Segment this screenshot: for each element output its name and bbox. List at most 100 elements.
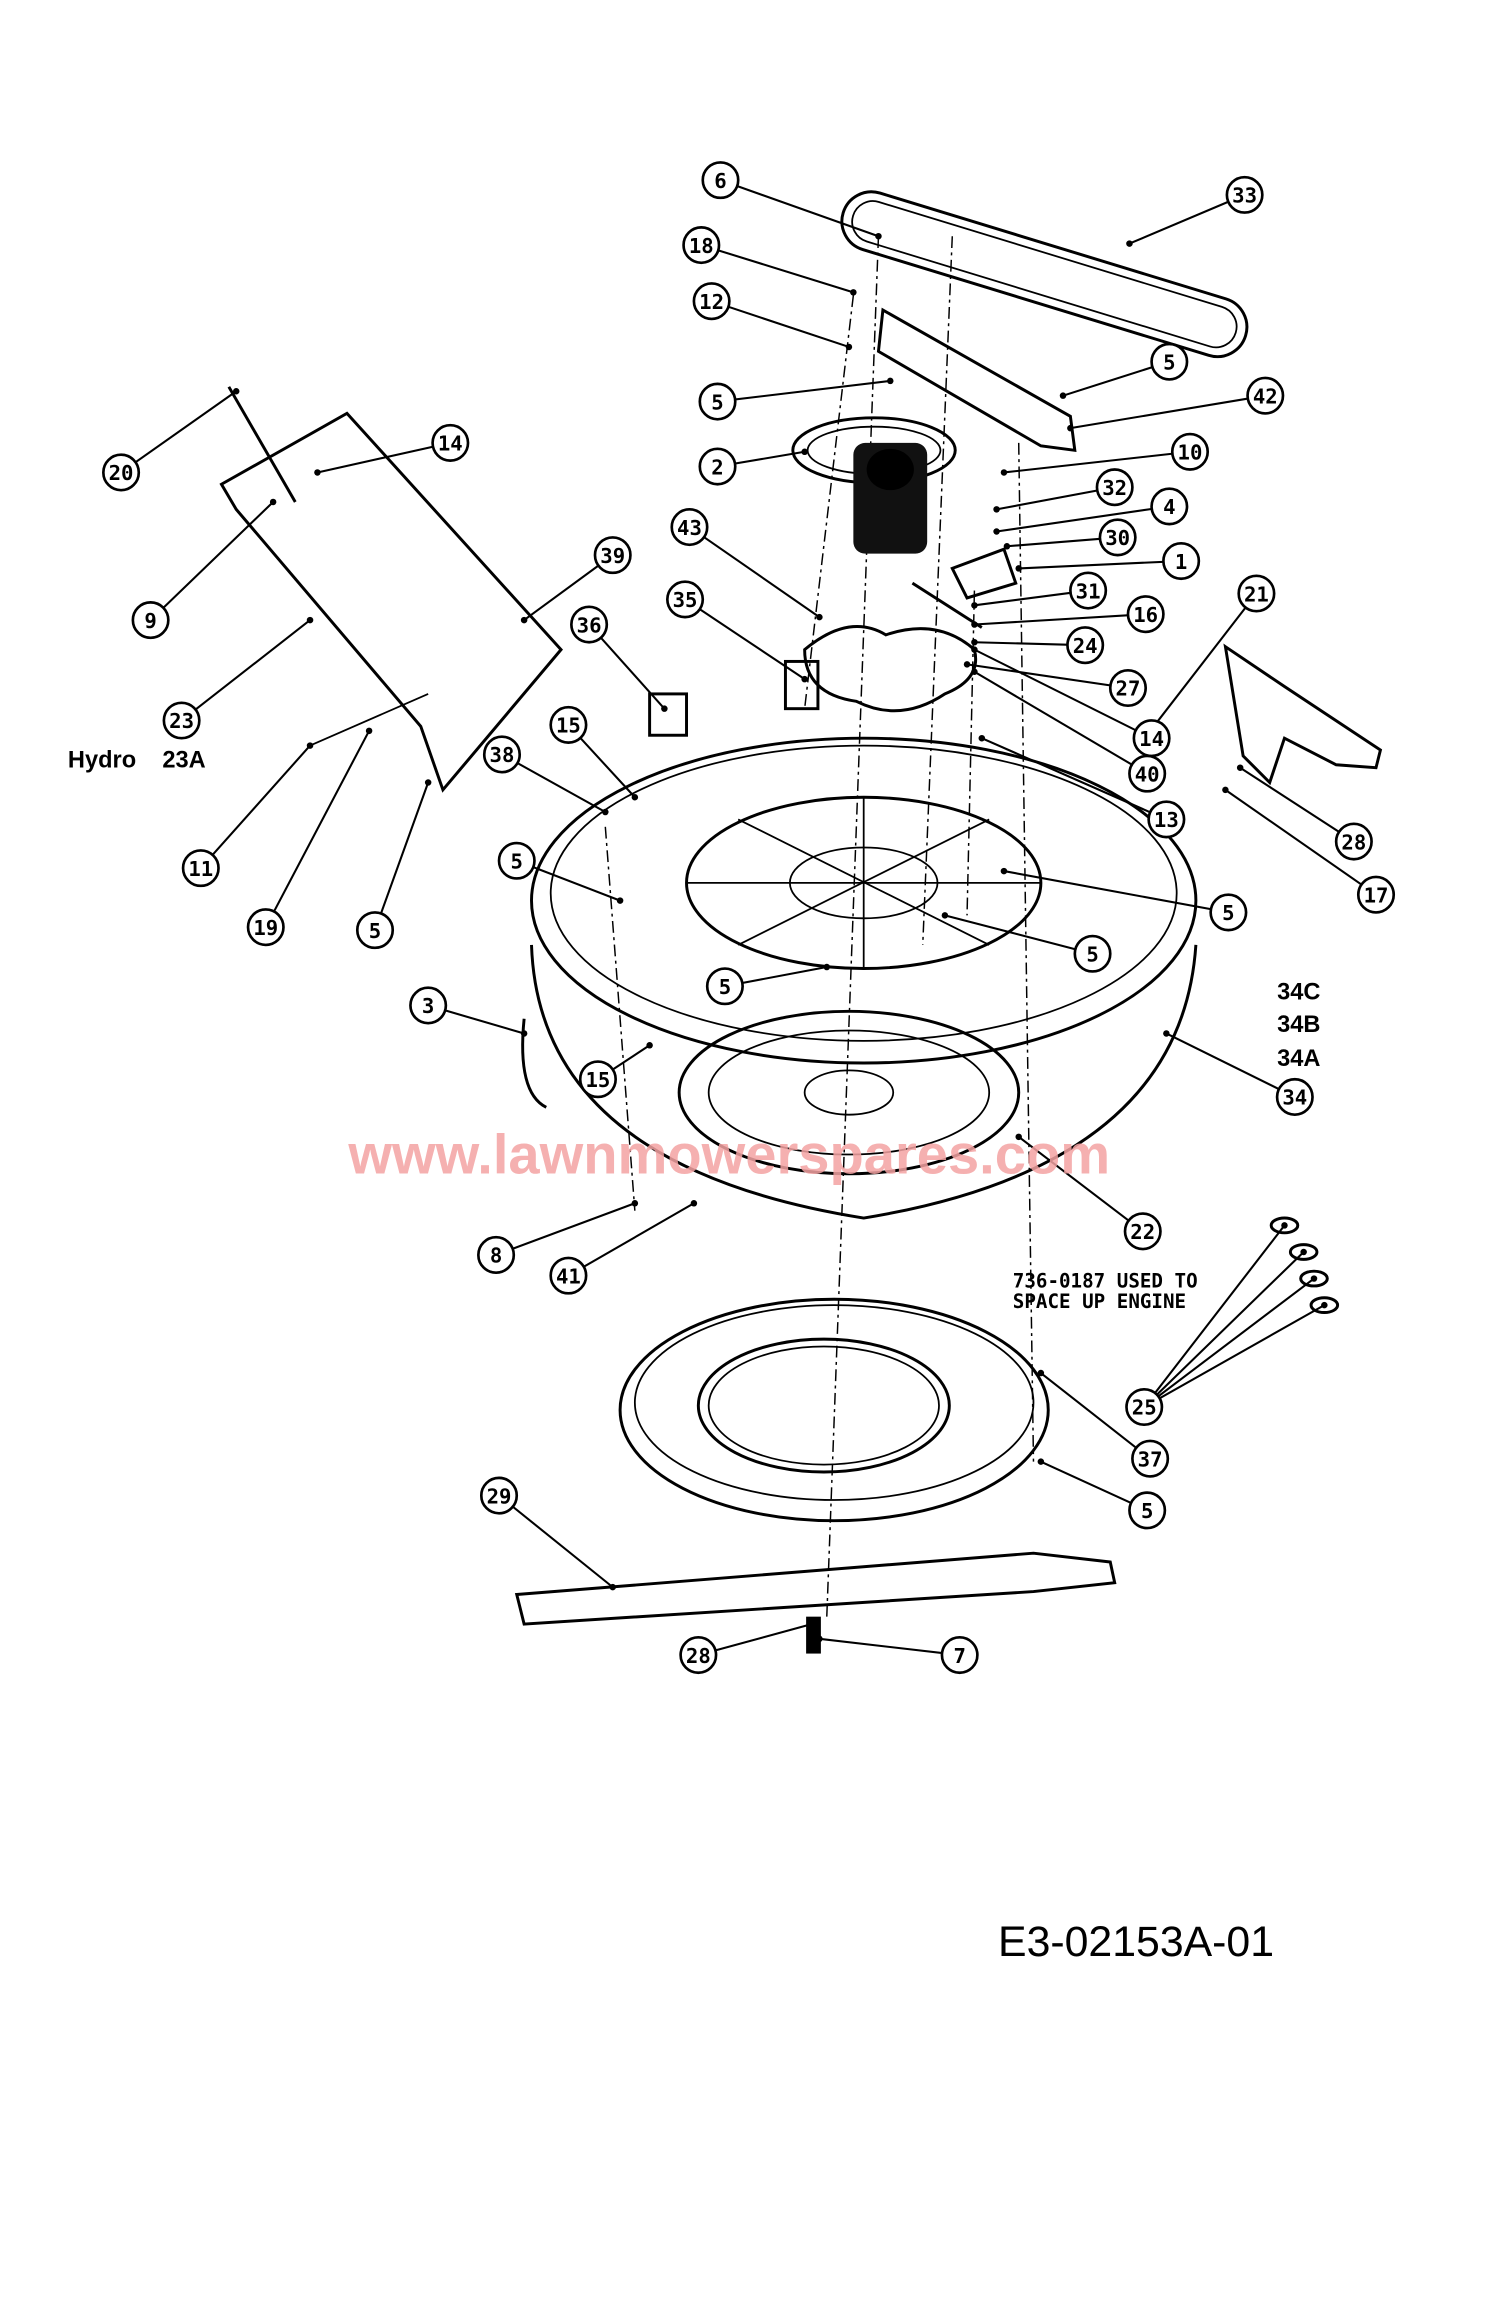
callout-19: 19 — [246, 727, 373, 947]
callout-5: 5 — [941, 912, 1112, 973]
leader-dot — [690, 1200, 698, 1207]
callout-32: 32 — [993, 468, 1134, 513]
bracket-21-part — [1223, 643, 1383, 786]
leader-dot — [631, 794, 639, 801]
leader-dot — [269, 498, 277, 506]
leader-dot — [1321, 1301, 1328, 1309]
callout-number: 38 — [490, 743, 515, 767]
callout-27: 27 — [963, 661, 1148, 708]
leader-line — [684, 598, 806, 681]
callout-31: 31 — [971, 571, 1108, 610]
callout-circle — [355, 911, 395, 950]
callout-circle — [1162, 541, 1201, 581]
callout-circle — [431, 423, 470, 462]
callout-circle — [102, 453, 141, 492]
callout-number: 5 — [511, 849, 523, 873]
callout-38: 38 — [482, 735, 609, 816]
leader-dot — [850, 289, 857, 296]
callout-number: 5 — [1222, 901, 1234, 925]
leader-line — [1165, 1032, 1296, 1098]
leader-dot — [1281, 1222, 1288, 1229]
callout-11: 11 — [181, 742, 314, 888]
leader-dot — [978, 734, 986, 742]
callout-10: 10 — [1000, 432, 1210, 476]
callout-5: 5 — [1059, 342, 1189, 399]
leader-line — [498, 1494, 614, 1588]
callout-circle — [1150, 342, 1189, 381]
callout-34: 34 — [1163, 1030, 1314, 1117]
blade-part — [514, 1551, 1117, 1626]
callout-number: 6 — [714, 169, 726, 193]
leader-line — [1143, 1251, 1305, 1408]
leader-line — [711, 300, 850, 348]
leader-dot — [801, 448, 808, 456]
bracket-35-part — [783, 659, 820, 711]
callout-7: 7 — [816, 1635, 979, 1675]
chute-rod-part — [227, 386, 297, 503]
callout-29: 29 — [479, 1476, 616, 1591]
leader-dot — [1126, 240, 1133, 247]
callout-circle — [670, 508, 709, 547]
callout-35: 35 — [666, 580, 808, 683]
callout-number: 25 — [1132, 1396, 1157, 1420]
callout-circle — [1098, 518, 1137, 557]
callout-circle — [1108, 668, 1148, 708]
callout-28: 28 — [1236, 764, 1373, 861]
callout-number: 12 — [699, 290, 724, 314]
callout-circle — [698, 447, 737, 486]
callout-number: 1 — [1175, 550, 1187, 574]
bracket-36-part — [648, 692, 689, 737]
callout-number: 27 — [1116, 677, 1141, 701]
callout-number: 20 — [109, 461, 134, 485]
callout-5: 5 — [698, 377, 894, 421]
leader-dot — [1037, 1458, 1045, 1465]
leader-dot — [661, 705, 668, 712]
callout-circle — [593, 536, 632, 575]
callout-number: 14 — [1139, 727, 1164, 751]
callout-circle — [1125, 1387, 1164, 1427]
callout-number: 18 — [689, 234, 714, 258]
leader-line — [1003, 870, 1229, 914]
callout-circle — [692, 282, 731, 321]
callout-number: 8 — [490, 1244, 502, 1268]
callout-number: 35 — [673, 588, 698, 612]
callout-circle — [666, 580, 705, 619]
callout-circle — [1150, 487, 1189, 526]
leader-dot — [1059, 392, 1067, 399]
callout-circle — [1095, 468, 1134, 507]
hydro-label: Hydro — [68, 748, 136, 774]
leader-line — [1143, 1277, 1315, 1408]
leader-line — [374, 782, 430, 931]
callout-number: 7 — [953, 1644, 965, 1668]
callout-circle — [1209, 893, 1248, 932]
callout-number: 4 — [1163, 495, 1175, 519]
spacer-note-line: 736-0187 USED TO — [1013, 1269, 1198, 1292]
deck-variant-label: 34B — [1277, 1012, 1320, 1038]
leader-dot — [1236, 764, 1244, 771]
leader-line — [200, 744, 311, 869]
leader-line — [1040, 1372, 1151, 1460]
callout-number: 22 — [1130, 1220, 1155, 1244]
leader-dot — [1015, 1133, 1022, 1141]
leader-dot — [616, 897, 624, 904]
callout-number: 5 — [369, 919, 381, 943]
callout-circle — [578, 1060, 617, 1099]
belt-part — [840, 190, 1249, 359]
callout-number: 5 — [1163, 350, 1175, 374]
callout-circle — [705, 967, 744, 1006]
leader-dot — [1000, 867, 1008, 875]
leader-line — [495, 1202, 636, 1256]
watermark: www.lawnmowerspares.com — [347, 1123, 1110, 1186]
callout-circle — [698, 382, 737, 421]
callout-circle — [701, 161, 740, 200]
callout-circle — [1128, 1491, 1167, 1530]
callout-circle — [1334, 822, 1373, 861]
callout-number: 29 — [487, 1484, 512, 1508]
leader-line — [317, 441, 451, 474]
callout-circle — [1069, 571, 1108, 610]
spacer-note-line: SPACE UP ENGINE — [1013, 1290, 1186, 1313]
leader-line — [974, 589, 1089, 607]
callout-40: 40 — [971, 668, 1167, 793]
callout-number: 5 — [1141, 1499, 1153, 1523]
callout-circle — [1126, 595, 1165, 634]
